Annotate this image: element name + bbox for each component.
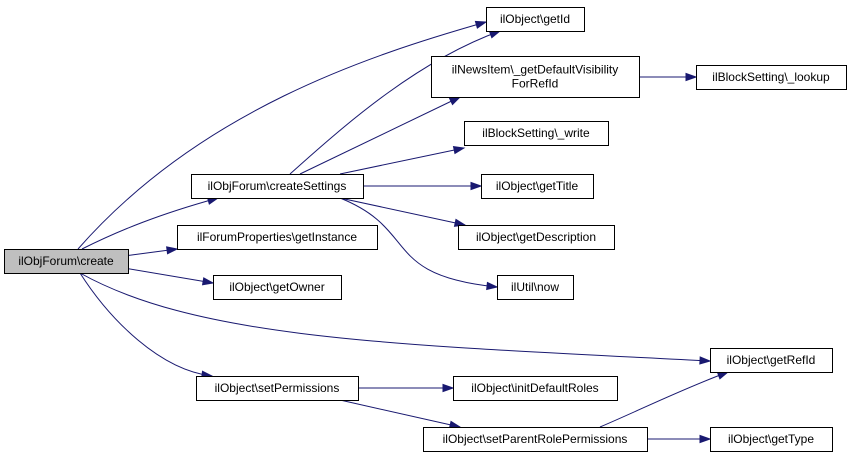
node-getType[interactable]: ilObject\getType xyxy=(710,427,833,452)
nodes-layer: ilObjForum\create ilObjForum\createSettin… xyxy=(4,7,847,452)
edge-create-to-getInstance xyxy=(123,246,179,257)
node-box xyxy=(710,348,833,373)
node-getDescription[interactable]: ilObject\getDescription xyxy=(458,225,615,250)
node-label: ForRefId xyxy=(512,77,559,91)
node-getInstance[interactable]: ilForumProperties\getInstance xyxy=(177,225,378,250)
node-box xyxy=(458,225,615,250)
edge-line xyxy=(339,399,461,428)
node-createSettings[interactable]: ilObjForum\createSettings xyxy=(191,174,364,199)
edge-createSettings-to-newsVisibility xyxy=(299,96,462,175)
edge-setParentRolePermissions-to-getRefId xyxy=(599,371,730,428)
edge-line xyxy=(299,96,461,175)
edge-setPermissions-to-initDefaultRoles xyxy=(358,383,455,393)
edge-setParentRolePermissions-to-getType xyxy=(647,434,712,444)
node-box xyxy=(481,174,594,199)
node-blockLookup[interactable]: ilBlockSetting\_lookup xyxy=(696,65,847,90)
node-label: ilObject\getDescription xyxy=(476,230,596,244)
node-box xyxy=(497,275,574,300)
node-label: ilObjForum\create xyxy=(18,254,114,268)
edge-line xyxy=(79,272,213,377)
node-setParentRolePermissions[interactable]: ilObject\setParentRolePermissions xyxy=(423,427,648,452)
node-box xyxy=(196,376,359,401)
arrowhead xyxy=(448,96,462,106)
edge-setPermissions-to-setParentRolePermissions xyxy=(339,399,462,429)
node-label: ilObject\initDefaultRoles xyxy=(471,381,598,395)
edge-createSettings-to-getDescription xyxy=(339,197,467,227)
arrowhead xyxy=(166,246,179,255)
node-box xyxy=(453,376,618,401)
node-box xyxy=(431,56,640,98)
node-label: ilObject\getTitle xyxy=(496,179,579,193)
edge-createSettings-to-now xyxy=(339,197,499,291)
node-getTitle[interactable]: ilObject\getTitle xyxy=(481,174,594,199)
node-label: ilObject\setPermissions xyxy=(215,381,340,395)
node-getId[interactable]: ilObject\getId xyxy=(486,7,585,32)
edge-line xyxy=(77,21,487,250)
arrowhead xyxy=(699,356,712,365)
node-box xyxy=(4,249,129,274)
arrowhead xyxy=(486,281,499,291)
edge-createSettings-to-getId xyxy=(289,30,502,175)
node-getOwner[interactable]: ilObject\getOwner xyxy=(213,275,342,300)
node-box xyxy=(423,427,648,452)
edge-line xyxy=(289,30,501,175)
node-now[interactable]: ilUtil\now xyxy=(497,275,574,300)
edge-newsVisibility-to-blockLookup xyxy=(639,72,698,82)
node-blockWrite[interactable]: ilBlockSetting\_write xyxy=(464,121,609,146)
edge-createSettings-to-blockWrite xyxy=(339,146,466,175)
edge-create-to-getRefId xyxy=(79,272,712,365)
arrowhead xyxy=(685,72,698,82)
arrowhead xyxy=(716,371,730,380)
node-getRefId[interactable]: ilObject\getRefId xyxy=(710,348,833,373)
node-label: ilBlockSetting\_lookup xyxy=(712,70,830,84)
edge-line xyxy=(599,371,729,428)
node-label: ilObjForum\createSettings xyxy=(208,179,347,193)
node-box xyxy=(464,121,609,146)
node-label: ilBlockSetting\_write xyxy=(482,126,590,140)
node-initDefaultRoles[interactable]: ilObject\initDefaultRoles xyxy=(453,376,618,401)
arrowhead xyxy=(201,277,215,286)
edge-line xyxy=(123,267,214,284)
node-box xyxy=(486,7,585,32)
arrowhead xyxy=(470,181,483,191)
arrowhead xyxy=(699,434,712,444)
edge-line xyxy=(81,197,219,250)
node-box xyxy=(696,65,847,90)
node-label: ilObject\getRefId xyxy=(727,353,816,367)
node-box xyxy=(213,275,342,300)
arrowhead xyxy=(442,383,455,393)
node-label: ilObject\getId xyxy=(500,12,570,26)
edge-line xyxy=(79,272,711,362)
edge-createSettings-to-getTitle xyxy=(363,181,483,191)
node-label: ilForumProperties\getInstance xyxy=(197,230,357,244)
edge-create-to-setPermissions xyxy=(79,272,214,379)
node-setPermissions[interactable]: ilObject\setPermissions xyxy=(196,376,359,401)
node-label: ilObject\getOwner xyxy=(229,280,324,294)
arrowhead xyxy=(488,30,502,39)
arrowhead xyxy=(452,146,466,155)
edge-create-to-getId xyxy=(77,20,488,250)
edge-line xyxy=(339,147,465,175)
node-box xyxy=(710,427,833,452)
node-create[interactable]: ilObjForum\create xyxy=(4,249,129,274)
node-label: ilObject\setParentRolePermissions xyxy=(443,432,628,446)
node-label: ilObject\getType xyxy=(728,432,814,446)
edge-line xyxy=(339,197,466,226)
node-label: ilUtil\now xyxy=(511,280,559,294)
edge-create-to-getOwner xyxy=(123,267,215,286)
node-label: ilNewsItem\_getDefaultVisibility xyxy=(452,63,619,77)
node-box xyxy=(191,174,364,199)
arrowhead xyxy=(474,20,488,29)
node-box xyxy=(177,225,378,250)
edge-line xyxy=(339,197,498,288)
